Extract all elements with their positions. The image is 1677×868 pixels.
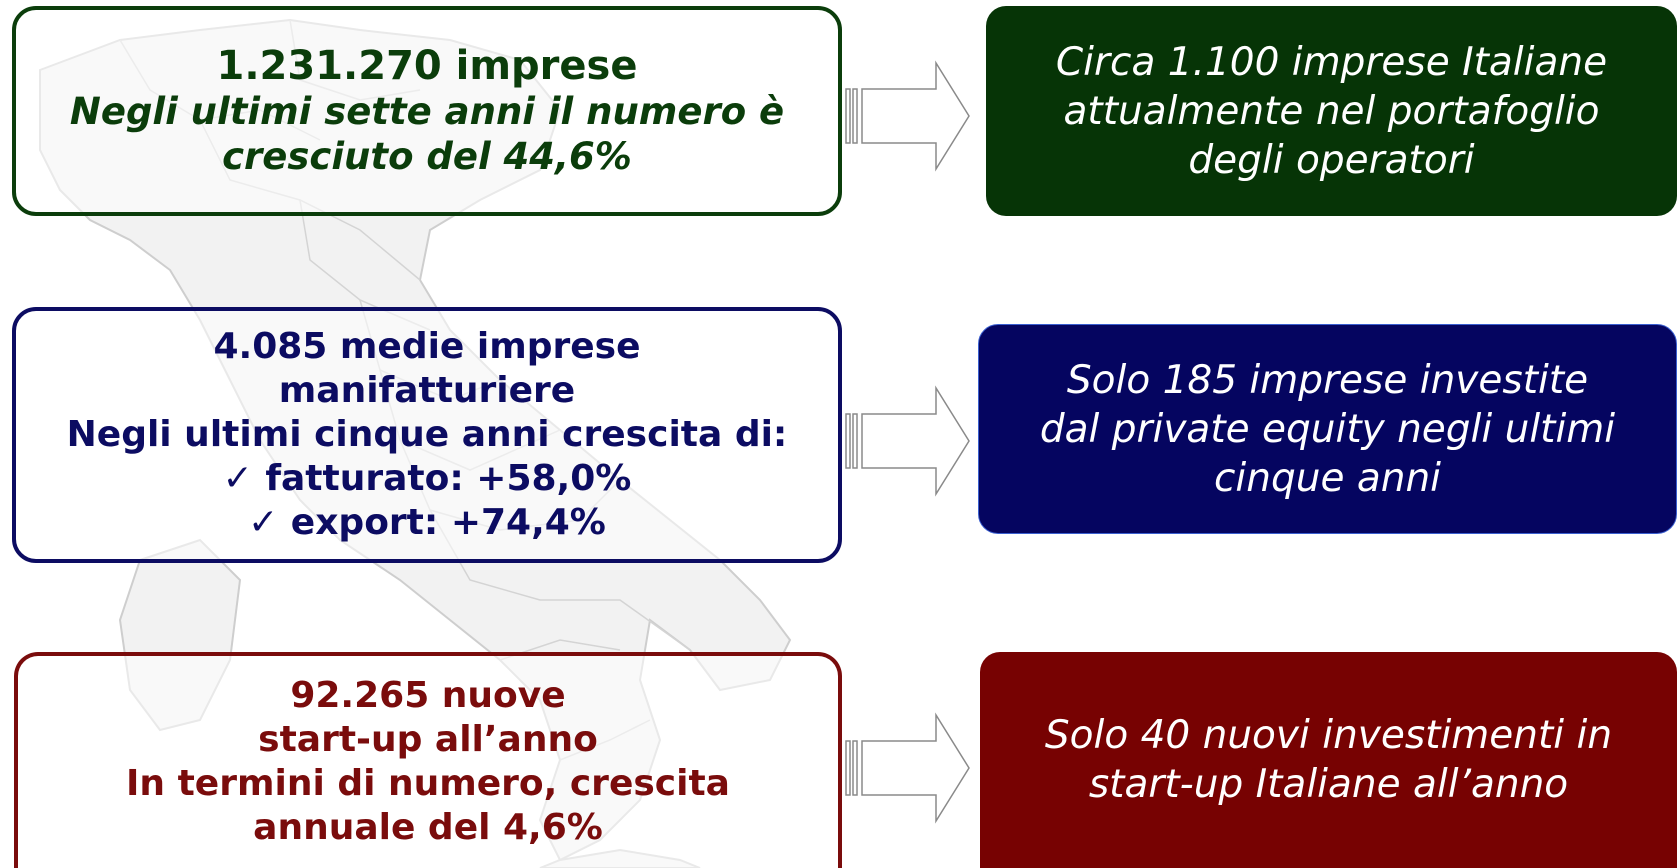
row-3-right-line-2: start-up Italiane all’anno [1088, 762, 1569, 807]
row-3-arrow-icon [845, 712, 970, 824]
row-2-bullet-export: ✓ export: +74,4% [248, 502, 606, 543]
row-3-headline-2: start-up all’anno [258, 719, 598, 760]
row-3-headline-1: 92.265 nuove [290, 675, 566, 716]
row-2-detail: Negli ultimi cinque anni crescita di: [66, 414, 788, 455]
row-3-detail-1: In termini di numero, crescita [126, 763, 730, 804]
row-3-right-line-1: Solo 40 nuovi investimenti in [1044, 713, 1613, 758]
row-2-bullet-fatturato: ✓ fatturato: +58,0% [222, 458, 632, 499]
row-1-right-box: Circa 1.100 imprese Italiane attualmente… [986, 6, 1677, 216]
row-2-right-box: Solo 185 imprese investite dal private e… [978, 324, 1677, 534]
row-1-right-line-3: degli operatori [1188, 137, 1475, 183]
row-1-arrow-icon [845, 60, 970, 172]
row-1-detail-1: Negli ultimi sette anni il numero è [69, 89, 785, 133]
row-1-right-line-1: Circa 1.100 imprese Italiane [1055, 39, 1608, 85]
row-3-detail-2: annuale del 4,6% [253, 807, 603, 848]
row-2-left-box: 4.085 medie imprese manifatturiere Negli… [12, 307, 842, 563]
row-2-arrow-icon [845, 385, 970, 497]
row-1-headline: 1.231.270 imprese [216, 42, 638, 89]
row-2-right-line-3: cinque anni [1213, 455, 1442, 501]
row-2-headline-1: 4.085 medie imprese [213, 326, 641, 367]
row-3-left-box: 92.265 nuove start-up all’anno In termin… [14, 652, 842, 868]
row-2-headline-2: manifatturiere [278, 370, 576, 411]
row-2-right-line-1: Solo 185 imprese investite [1066, 357, 1589, 403]
row-1-left-box: 1.231.270 imprese Negli ultimi sette ann… [12, 6, 842, 216]
row-1-right-line-2: attualmente nel portafoglio [1063, 88, 1600, 134]
row-1-detail-2: cresciuto del 44,6% [222, 134, 632, 178]
row-3-right-box: Solo 40 nuovi investimenti in start-up I… [980, 652, 1677, 868]
row-2-right-line-2: dal private equity negli ultimi [1039, 406, 1616, 452]
